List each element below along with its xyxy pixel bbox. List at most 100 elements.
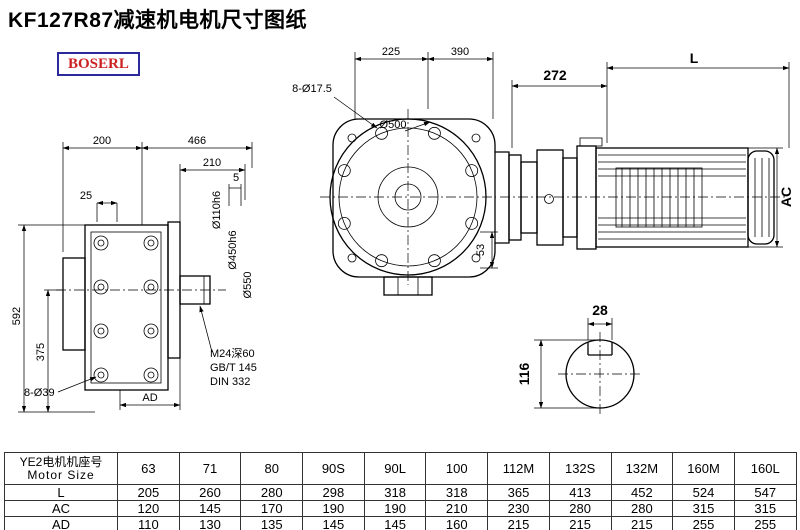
cell: 280 bbox=[240, 484, 304, 501]
dim-ad-label: AD bbox=[142, 392, 157, 404]
size-col-header: 160M bbox=[672, 452, 735, 485]
cell: 190 bbox=[302, 500, 365, 517]
motor-size-header-en: Motor Size bbox=[27, 468, 95, 482]
size-col-header: 100 bbox=[425, 452, 489, 485]
table-row-ad: AD 110 130 135 145 145 160 215 215 215 2… bbox=[4, 516, 797, 530]
dim-5-label: 5 bbox=[233, 172, 239, 184]
cell: 205 bbox=[117, 484, 180, 501]
flange-dia-label: Ø550 bbox=[242, 272, 254, 299]
cell: 130 bbox=[178, 516, 242, 530]
dim-390-label: 390 bbox=[451, 46, 469, 58]
std-din-label: DIN 332 bbox=[210, 376, 250, 388]
size-col-header: 132S bbox=[548, 452, 612, 485]
cell: 365 bbox=[487, 484, 550, 501]
shaft-section-dimensions bbox=[534, 318, 613, 409]
cell: 255 bbox=[733, 516, 797, 530]
cell: 547 bbox=[733, 484, 797, 501]
dim-225-label: 225 bbox=[382, 46, 400, 58]
motor-view-dimensions bbox=[511, 62, 790, 248]
std-gb-label: GB/T 145 bbox=[210, 362, 257, 374]
flange-view-dimensions bbox=[333, 52, 498, 269]
cell: 110 bbox=[117, 516, 180, 530]
size-col-header: 112M bbox=[487, 452, 550, 485]
row-label: L bbox=[4, 484, 118, 501]
stator-lines bbox=[621, 168, 695, 227]
size-col-header: 63 bbox=[117, 452, 180, 485]
cell: 230 bbox=[487, 500, 550, 517]
dim-375-label: 375 bbox=[35, 343, 47, 361]
motor-dimension-table: YE2电机机座号 Motor Size 63 71 80 90S 90L 100… bbox=[4, 452, 797, 530]
dim-210-label: 210 bbox=[203, 157, 221, 169]
dim-25-label: 25 bbox=[80, 190, 92, 202]
dim-466-label: 466 bbox=[188, 135, 206, 147]
motor-size-header: YE2电机机座号 Motor Size bbox=[4, 452, 118, 485]
dia-500-label: Ø500 bbox=[380, 119, 407, 131]
brand-logo: BOSERL bbox=[57, 52, 140, 76]
spigot-dia-label: Ø450h6 bbox=[227, 230, 239, 269]
stator-block bbox=[615, 167, 703, 228]
dim-ac-label: AC bbox=[778, 187, 794, 207]
cell: 318 bbox=[363, 484, 427, 501]
page-title: KF127R87减速机电机尺寸图纸 bbox=[8, 9, 308, 32]
table-header-row: YE2电机机座号 Motor Size 63 71 80 90S 90L 100… bbox=[4, 452, 797, 485]
dim-53-label: 53 bbox=[475, 244, 487, 256]
holes-39-label: 8-Ø39 bbox=[24, 387, 55, 399]
brand-text: BOSERL bbox=[68, 56, 129, 72]
cell: 298 bbox=[302, 484, 365, 501]
cell: 135 bbox=[240, 516, 304, 530]
technical-drawing: 200 466 210 5 25 592 375 8-Ø39 AD Ø110h6… bbox=[11, 46, 794, 416]
plug-detail bbox=[544, 194, 554, 204]
motor-side-view: 272 L AC bbox=[500, 50, 794, 250]
gearbox-front-view: 200 466 210 5 25 592 375 8-Ø39 AD Ø110h6… bbox=[11, 135, 257, 413]
shaft-section-view: 28 116 bbox=[516, 302, 642, 416]
cell: 215 bbox=[610, 516, 674, 530]
cell: 190 bbox=[363, 500, 427, 517]
size-col-header: 80 bbox=[240, 452, 304, 485]
cell: 120 bbox=[117, 500, 180, 517]
dim-200-label: 200 bbox=[93, 135, 111, 147]
flange-circle bbox=[329, 118, 487, 276]
front-view-dimensions bbox=[18, 142, 253, 413]
size-col-header: 132M bbox=[610, 452, 674, 485]
dim-116-label: 116 bbox=[516, 362, 532, 385]
size-col-header: 90L bbox=[363, 452, 427, 485]
cell: 260 bbox=[178, 484, 242, 501]
cell: 145 bbox=[363, 516, 427, 530]
cell: 145 bbox=[302, 516, 365, 530]
cell: 413 bbox=[548, 484, 612, 501]
cell: 170 bbox=[240, 500, 304, 517]
cell: 280 bbox=[610, 500, 674, 517]
cell: 315 bbox=[733, 500, 797, 517]
table-row-l: L 205 260 280 298 318 318 365 413 452 52… bbox=[4, 484, 797, 501]
size-col-header: 90S bbox=[302, 452, 365, 485]
cell: 315 bbox=[672, 500, 735, 517]
table-row-ac: AC 120 145 170 190 190 210 230 280 280 3… bbox=[4, 500, 797, 517]
cell: 215 bbox=[487, 516, 550, 530]
cell: 255 bbox=[672, 516, 735, 530]
mounting-holes bbox=[93, 235, 159, 383]
size-col-header: 71 bbox=[178, 452, 242, 485]
cell: 210 bbox=[425, 500, 489, 517]
flange-bolt-holes bbox=[337, 126, 479, 268]
cell: 145 bbox=[178, 500, 242, 517]
dim-592-label: 592 bbox=[11, 307, 23, 325]
row-label: AD bbox=[4, 516, 118, 530]
tap-m24-label: M24深60 bbox=[210, 347, 255, 360]
cell: 160 bbox=[425, 516, 489, 530]
cell: 215 bbox=[548, 516, 612, 530]
shaft-dia-label: Ø110h6 bbox=[211, 191, 223, 229]
row-label: AC bbox=[4, 500, 118, 517]
gearbox-flange-view: 225 390 8-Ø17.5 Ø500 53 bbox=[292, 46, 510, 296]
size-col-header: 160L bbox=[733, 452, 797, 485]
cell: 318 bbox=[425, 484, 489, 501]
dim-l-label: L bbox=[690, 50, 699, 66]
cell: 452 bbox=[610, 484, 674, 501]
keyway bbox=[587, 342, 613, 356]
motor-size-header-cn: YE2电机机座号 bbox=[19, 455, 103, 469]
dim-272-label: 272 bbox=[543, 67, 567, 83]
dim-28-label: 28 bbox=[592, 302, 608, 318]
fan-cowl bbox=[747, 150, 775, 245]
motor-fins bbox=[598, 154, 746, 240]
cell: 524 bbox=[672, 484, 735, 501]
